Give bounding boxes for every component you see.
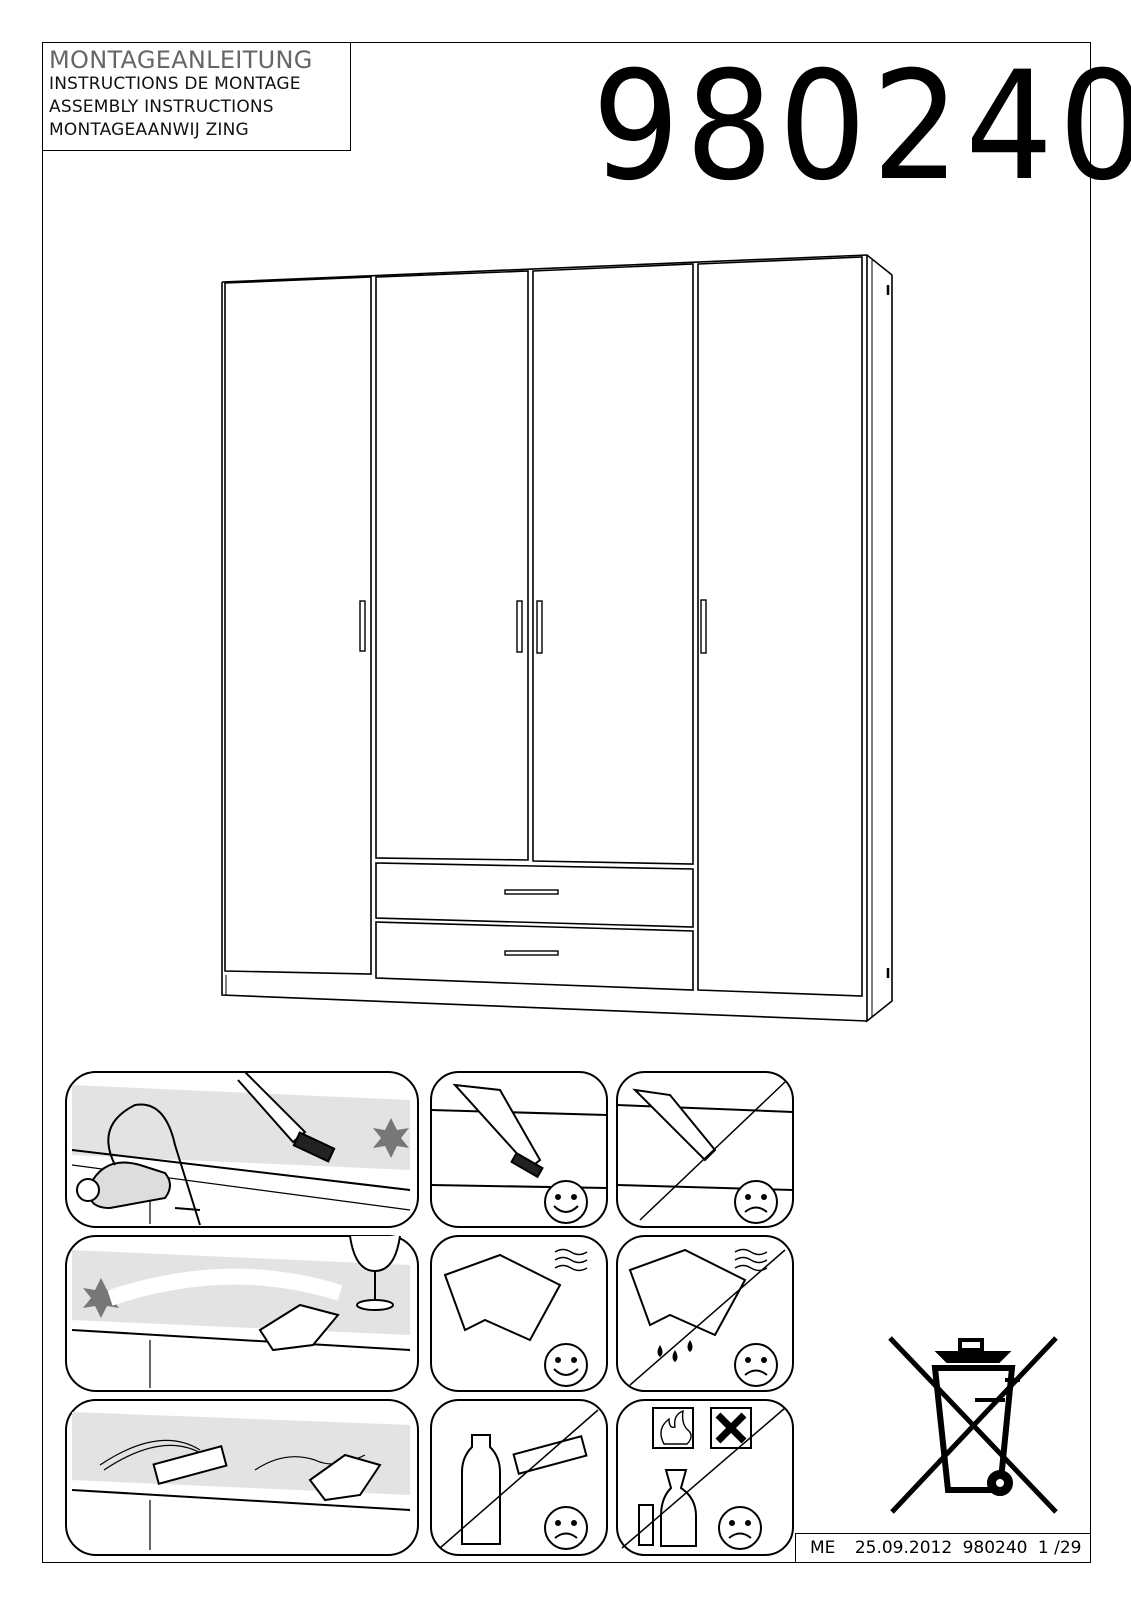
wardrobe-illustration	[221, 254, 893, 1023]
care-panel-damp-cloth	[430, 1235, 608, 1392]
care-panel-polish	[65, 1399, 419, 1556]
crossed-out-wheelie-bin-icon	[888, 1336, 1058, 1514]
care-panel-wet-cloth	[616, 1235, 794, 1392]
wardrobe-door-3	[532, 263, 694, 865]
care-panel-cleaner-bottle	[430, 1399, 608, 1556]
wipe-stain-cloth-icon	[258, 1303, 340, 1352]
soft-brush-nozzle-icon	[452, 1083, 542, 1170]
wardrobe-drawer-2	[375, 921, 694, 991]
wardrobe-drawer-1	[375, 862, 694, 928]
cleaner-bottle-sponge-icon	[461, 1434, 501, 1545]
sad-face-icon	[544, 1506, 588, 1550]
page-frame	[42, 42, 1091, 1563]
title-box: MONTAGEANLEITUNG INSTRUCTIONS DE MONTAGE…	[42, 42, 351, 151]
vacuum-cleaner-icon	[76, 1103, 201, 1226]
polish-surface-icon	[99, 1439, 201, 1466]
footer-code: ME	[810, 1538, 836, 1558]
spray-chemicals-icon	[638, 1504, 654, 1546]
title-dutch: MONTAGEAANWIJ ZING	[49, 120, 249, 140]
wine-glass-icon	[349, 1235, 401, 1311]
wardrobe-door-1	[221, 276, 372, 975]
brush-nozzle-icon	[237, 1071, 336, 1163]
damp-cloth-icon	[443, 1253, 562, 1342]
hard-nozzle-icon	[632, 1088, 717, 1162]
title-english: ASSEMBLY INSTRUCTIONS	[49, 97, 274, 117]
care-panel-soft-brush	[430, 1071, 608, 1228]
title-german: MONTAGEANLEITUNG	[49, 46, 313, 74]
water-drops-icon	[657, 1340, 693, 1362]
wardrobe-door-4	[697, 256, 863, 997]
care-panel-chemicals	[616, 1399, 794, 1556]
care-panel-wipe-stain	[65, 1235, 419, 1392]
stain-icon	[373, 1118, 409, 1158]
happy-face-icon	[544, 1343, 588, 1387]
sad-face-icon	[718, 1506, 762, 1550]
happy-face-icon	[544, 1180, 588, 1224]
footer-info: ME 25.09.2012 980240 1 /29	[795, 1533, 1091, 1563]
wardrobe-door-2	[375, 270, 529, 861]
sad-face-icon	[734, 1343, 778, 1387]
wet-cloth-icon	[628, 1248, 747, 1337]
footer-model: 980240	[962, 1538, 1028, 1558]
title-french: INSTRUCTIONS DE MONTAGE	[49, 74, 301, 94]
footer-page-number: 1 /29	[1037, 1538, 1082, 1558]
care-panel-hard-nozzle	[616, 1071, 794, 1228]
care-panel-vacuum	[65, 1071, 419, 1228]
footer-date: 25.09.2012	[854, 1538, 953, 1558]
sad-face-icon	[734, 1180, 778, 1224]
care-instructions	[65, 1071, 794, 1556]
